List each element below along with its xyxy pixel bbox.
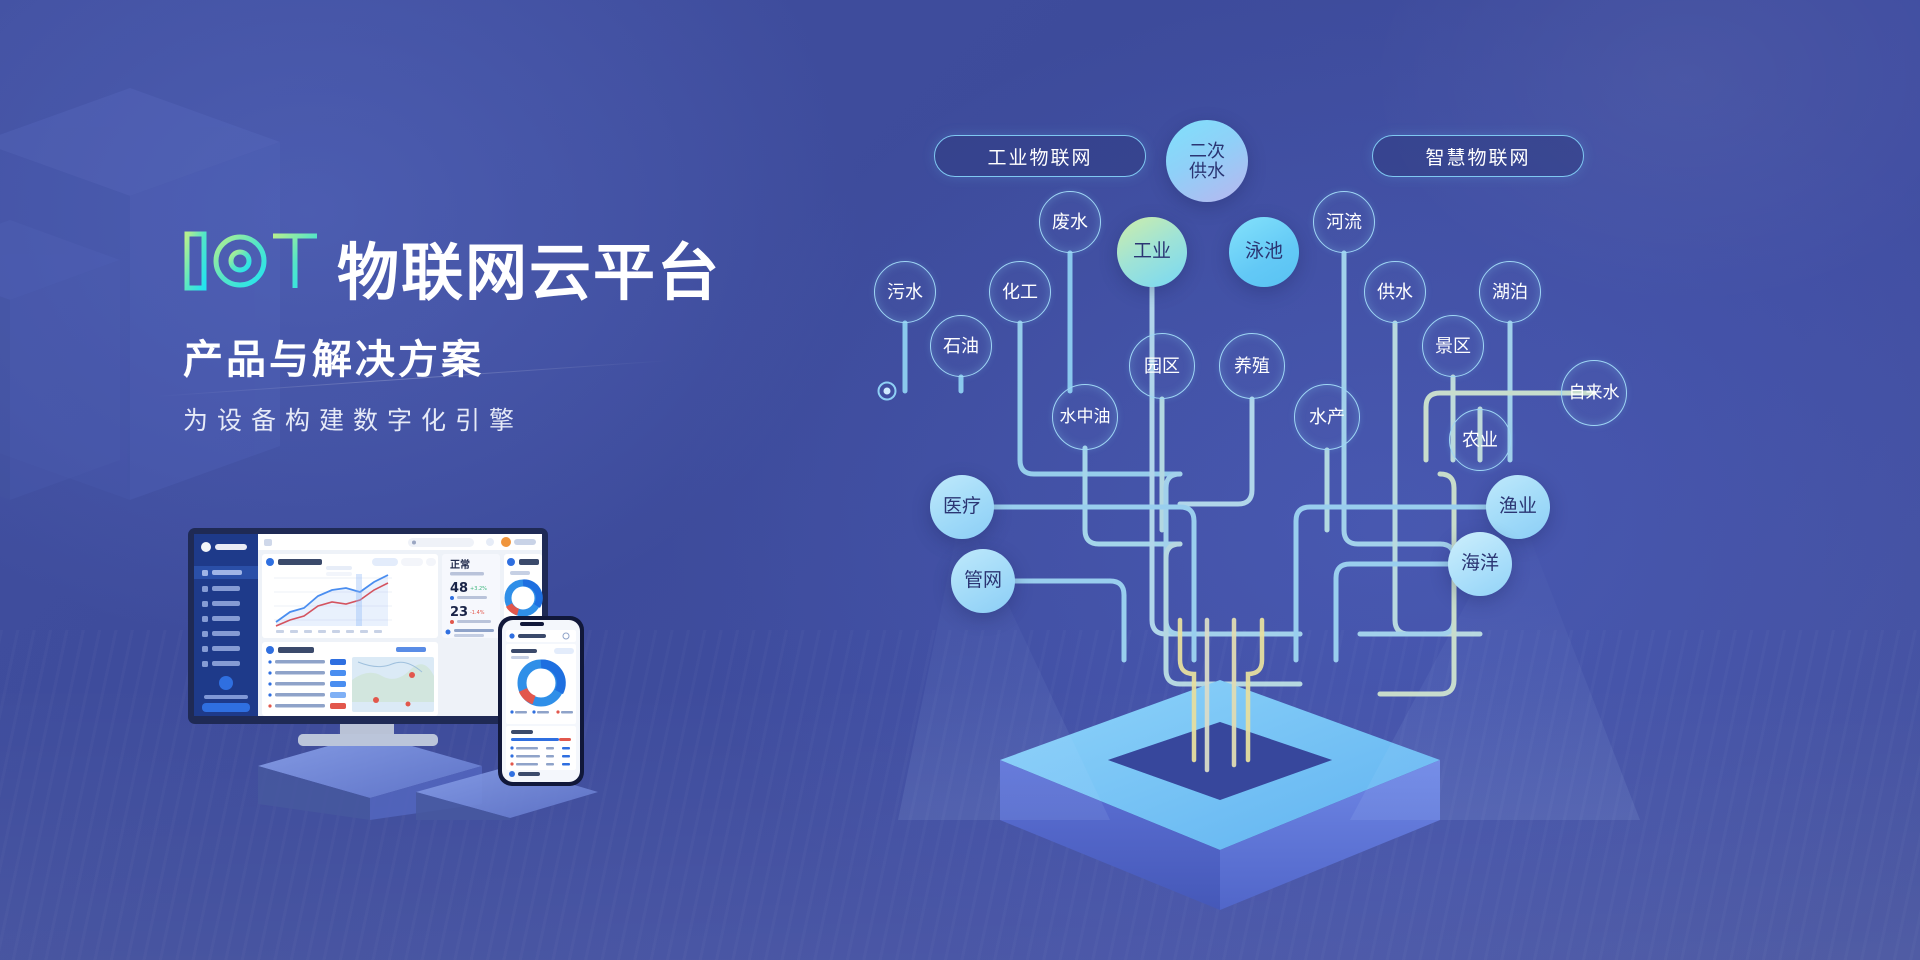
tree-node-layer: 工业物联网 智慧物联网 二次供水废水 河流工业 泳池污水 化工 供水 湖泊石油园区 养殖 景区水中… bbox=[874, 60, 1920, 960]
tree-node[interactable]: 自来水 bbox=[1561, 360, 1627, 426]
tree-connectors bbox=[884, 200, 1640, 910]
hero-title-row: 物联网云平台 bbox=[183, 228, 903, 305]
tree-node[interactable]: 渔业 bbox=[1486, 475, 1550, 539]
tree-node[interactable]: 废水 bbox=[1039, 191, 1101, 253]
tree-node-label: 海洋 bbox=[1460, 553, 1499, 575]
tree-node-label: 污水 bbox=[887, 281, 923, 302]
tree-node-label: 石油 bbox=[943, 335, 979, 356]
tree-node-label: 园区 bbox=[1144, 355, 1180, 376]
tree-node-label: 管网 bbox=[963, 570, 1002, 592]
tree-node-label: 湖泊 bbox=[1492, 281, 1528, 302]
tree-node-label: 二次供水 bbox=[1189, 140, 1225, 181]
tree-node[interactable]: 海洋 bbox=[1448, 532, 1512, 596]
tree-node[interactable]: 工业 bbox=[1117, 217, 1187, 287]
tree-node-label: 农业 bbox=[1462, 429, 1498, 450]
tree-node[interactable]: 养殖 bbox=[1219, 333, 1285, 399]
tree-node[interactable]: 水产 bbox=[1294, 384, 1360, 450]
tree-node[interactable]: 医疗 bbox=[930, 475, 994, 539]
tree-node[interactable]: 泳池 bbox=[1229, 217, 1299, 287]
category-pill[interactable]: 智慧物联网 bbox=[1372, 135, 1584, 177]
tree-node-label: 自来水 bbox=[1568, 383, 1620, 403]
category-pill-label: 智慧物联网 bbox=[1425, 147, 1531, 169]
tree-node-label: 泳池 bbox=[1244, 241, 1283, 263]
tree-node-label: 工业 bbox=[1132, 241, 1171, 263]
svg-text:+3.2%: +3.2% bbox=[470, 586, 487, 592]
tree-node[interactable]: 化工 bbox=[989, 261, 1051, 323]
category-pill-label: 工业物联网 bbox=[987, 147, 1093, 169]
platform-base bbox=[1000, 680, 1440, 910]
tree-node[interactable]: 农业 bbox=[1449, 409, 1511, 471]
tree-node[interactable]: 供水 bbox=[1364, 261, 1426, 323]
iot-application-tree: 工业物联网 智慧物联网 二次供水废水 河流工业 泳池污水 化工 供水 湖泊石油园区 养殖 景区水中… bbox=[874, 60, 1920, 960]
svg-text:正常: 正常 bbox=[450, 558, 470, 571]
tree-node-label: 养殖 bbox=[1234, 355, 1270, 376]
tree-node-label: 废水 bbox=[1052, 211, 1088, 232]
hero-text-block: 物联网云平台 产品与解决方案 为设备构建数字化引擎 bbox=[153, 228, 903, 437]
tree-node-label: 化工 bbox=[1002, 281, 1038, 302]
tree-node-label: 水中油 bbox=[1059, 407, 1111, 427]
tree-node[interactable]: 湖泊 bbox=[1479, 261, 1541, 323]
tree-node[interactable]: 污水 bbox=[874, 261, 936, 323]
tree-node[interactable]: 河流 bbox=[1313, 191, 1375, 253]
background-iso-blocks bbox=[0, 70, 390, 500]
tree-node-label: 医疗 bbox=[942, 496, 981, 518]
tree-node[interactable]: 园区 bbox=[1129, 333, 1195, 399]
svg-text:23: 23 bbox=[450, 605, 468, 620]
hero-subtitle: 产品与解决方案 bbox=[183, 338, 484, 382]
svg-text:-1.4%: -1.4% bbox=[470, 610, 485, 616]
tree-node[interactable]: 景区 bbox=[1422, 315, 1484, 377]
tree-node-label: 河流 bbox=[1326, 211, 1362, 232]
tree-node[interactable]: 管网 bbox=[951, 549, 1015, 613]
tree-node-label: 渔业 bbox=[1498, 496, 1537, 518]
tree-origin-dot bbox=[877, 381, 897, 401]
tree-node-label: 水产 bbox=[1309, 406, 1345, 427]
tree-node[interactable]: 二次供水 bbox=[1166, 120, 1248, 202]
category-pill[interactable]: 工业物联网 bbox=[934, 135, 1146, 177]
brand-logo-iot bbox=[183, 228, 321, 294]
tree-node[interactable]: 石油 bbox=[930, 315, 992, 377]
device-mockups: 正常 48 +3.2% 23 -1.4% bbox=[180, 520, 640, 820]
tree-node-label: 景区 bbox=[1435, 335, 1471, 356]
svg-text:48: 48 bbox=[450, 581, 468, 596]
hero-title-cn: 物联网云平台 bbox=[337, 239, 722, 308]
tree-node[interactable]: 水中油 bbox=[1052, 384, 1118, 450]
tree-node-label: 供水 bbox=[1377, 281, 1413, 302]
hero-tagline: 为设备构建数字化引擎 bbox=[183, 407, 524, 435]
